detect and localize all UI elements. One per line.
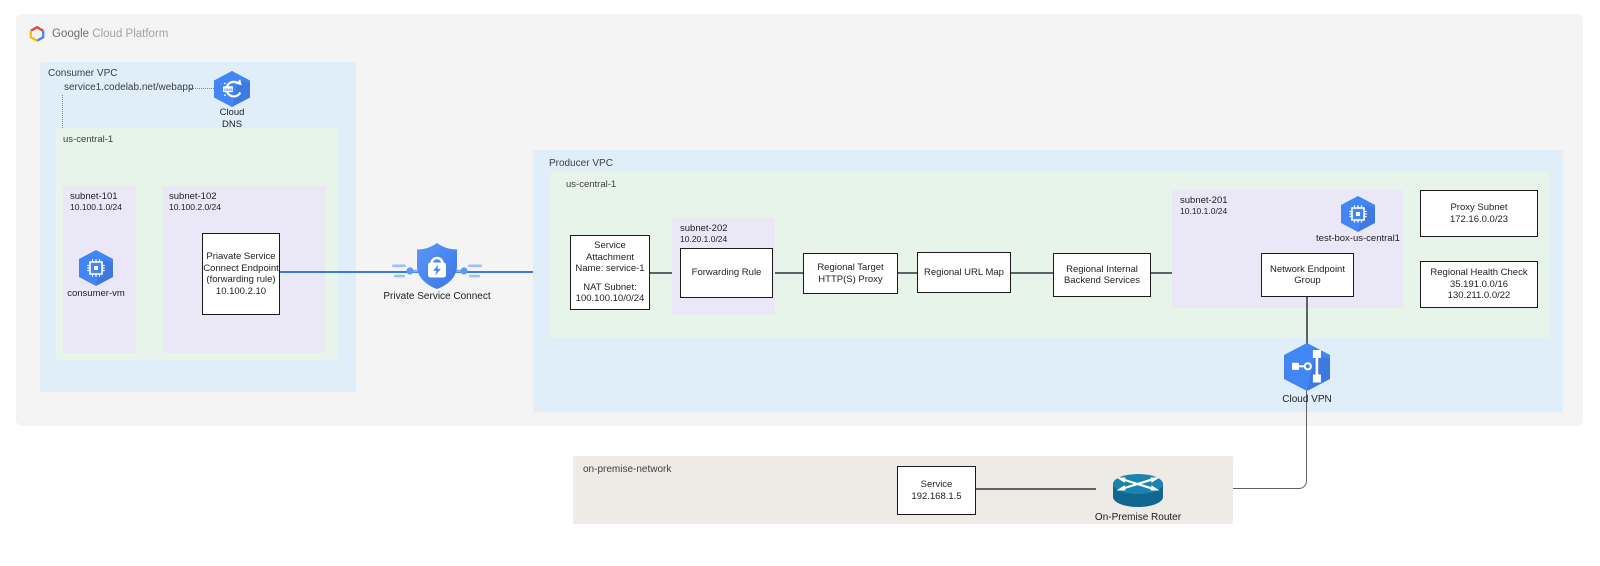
subnet-202-cidr: 10.20.1.0/24 bbox=[680, 234, 728, 244]
dns-dotted-connector bbox=[190, 88, 214, 89]
private-service-connect-label: Private Service Connect bbox=[383, 291, 491, 302]
subnet-202-name: subnet-202 bbox=[680, 223, 728, 234]
regional-backend-node: Regional Internal Backend Services bbox=[1053, 253, 1151, 297]
cloud-dns-label: Cloud DNS bbox=[219, 107, 245, 130]
connector-service-router bbox=[976, 488, 1096, 490]
svg-text:DNS: DNS bbox=[224, 87, 233, 92]
producer-region-label: us-central-1 bbox=[566, 179, 617, 190]
on-premise-router-label: On-Premise Router bbox=[1094, 512, 1182, 523]
regional-url-map-node: Regional URL Map bbox=[917, 252, 1011, 293]
subnet-201-name: subnet-201 bbox=[1180, 195, 1228, 206]
subnet-101-cidr: 10.100.1.0/24 bbox=[70, 202, 122, 212]
gcp-logo: Google Cloud Platform bbox=[29, 26, 168, 42]
connector-urlmap-backend bbox=[1011, 272, 1053, 274]
logo-cloud-platform: Cloud Platform bbox=[92, 28, 169, 40]
proxy-subnet-node: Proxy Subnet 172.16.0.0/23 bbox=[1420, 190, 1538, 237]
subnet-102-name: subnet-102 bbox=[169, 191, 217, 202]
connector-fr-proxy bbox=[773, 272, 803, 274]
consumer-vm-label: consumer-vm bbox=[67, 288, 125, 299]
subnet-102-cidr: 10.100.2.0/24 bbox=[169, 202, 221, 212]
on-premise-router-icon bbox=[1113, 474, 1163, 507]
test-box-vm-icon bbox=[1341, 196, 1375, 232]
private-service-connect-icon bbox=[392, 243, 482, 289]
onprem-service-node: Service 192.168.1.5 bbox=[897, 466, 976, 515]
service-attachment-node: Service Attachment Name: service-1 NAT S… bbox=[570, 235, 650, 310]
connector-sa-fr bbox=[650, 272, 680, 274]
cloud-dns-icon: DNS bbox=[214, 71, 250, 107]
dns-record-text: service1.codelab.net/webapp bbox=[64, 82, 194, 93]
consumer-vm-icon bbox=[79, 250, 113, 286]
cloud-vpn-icon bbox=[1284, 343, 1330, 391]
consumer-region-label: us-central-1 bbox=[63, 134, 114, 145]
regional-target-proxy-node: Regional Target HTTP(S) Proxy bbox=[803, 253, 898, 294]
consumer-vpc-label: Consumer VPC bbox=[48, 68, 118, 79]
gcp-logo-text: Google Cloud Platform bbox=[52, 28, 168, 40]
connector-proxy-urlmap bbox=[898, 272, 917, 274]
logo-google: Google bbox=[52, 28, 90, 40]
producer-vpc-label: Producer VPC bbox=[549, 158, 613, 169]
gcp-hexagon-logo-icon bbox=[29, 26, 45, 42]
subnet-101-name: subnet-101 bbox=[70, 191, 118, 202]
on-premise-network-label: on-premise-network bbox=[583, 464, 672, 475]
test-box-label: test-box-us-central1 bbox=[1316, 233, 1400, 244]
subnet-201-cidr: 10.10.1.0/24 bbox=[1180, 206, 1228, 216]
regional-health-check-node: Regional Health Check 35.191.0.0/16 130.… bbox=[1420, 261, 1538, 308]
connector-neg-vpn bbox=[1306, 297, 1308, 344]
forwarding-rule-node: Forwarding Rule bbox=[680, 248, 773, 298]
cloud-vpn-label: Cloud VPN bbox=[1282, 394, 1332, 405]
psc-endpoint-node: Priavate Service Connect Endpoint (forwa… bbox=[202, 233, 280, 315]
network-endpoint-group-node: Network Endpoint Group bbox=[1261, 253, 1354, 297]
